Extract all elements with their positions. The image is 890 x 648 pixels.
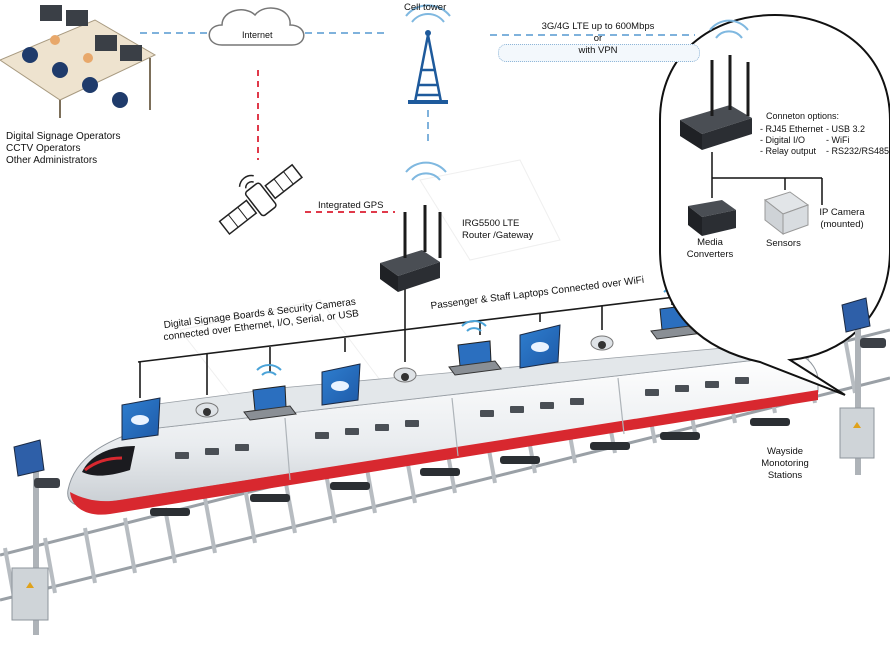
wayside-line-1: Wayside xyxy=(766,446,804,457)
gps-label: Integrated GPS xyxy=(318,200,384,211)
option-rj45: - RJ45 Ethernet xyxy=(760,124,824,134)
high-speed-train xyxy=(67,341,819,516)
option-digital-io: - Digital I/O xyxy=(760,135,806,145)
laptop xyxy=(448,320,502,376)
option-wifi: - WiFi xyxy=(826,135,850,145)
signage-monitor xyxy=(519,324,561,369)
router-icon xyxy=(380,161,447,292)
internet-label: Internet xyxy=(242,30,273,40)
dome-camera xyxy=(393,367,417,383)
option-rs232: - RS232/RS485 xyxy=(826,146,890,156)
media-converters-line-1: Media xyxy=(697,237,723,248)
operators-line-2: CCTV Operators xyxy=(6,143,81,154)
device-bus xyxy=(137,285,676,398)
operators-line-3: Other Administrators xyxy=(6,155,98,166)
satellite-icon xyxy=(218,163,304,236)
operators-line-1: Digital Signage Operators xyxy=(6,131,121,142)
operators-workstation xyxy=(0,5,157,118)
wayside-station-right xyxy=(839,297,886,475)
wayside-line-3: Stations xyxy=(767,470,803,481)
connection-options: Conneton options: xyxy=(766,111,839,122)
router-detail-icon xyxy=(680,19,752,150)
wan-links xyxy=(140,32,695,213)
signage-monitor xyxy=(321,363,361,406)
internet-cloud-icon xyxy=(208,7,305,46)
cell-tower-label: Cell tower xyxy=(404,2,447,13)
sensors-label: Sensors xyxy=(766,238,801,249)
media-converters-label: Media Converters xyxy=(680,237,740,261)
media-converter-icon xyxy=(688,200,736,236)
lte-link-line-3: with VPN xyxy=(578,45,618,56)
cell-tower-icon xyxy=(405,4,451,104)
ip-camera-line-1: IP Camera xyxy=(819,207,865,218)
ip-camera-label: IP Camera (mounted) xyxy=(812,207,872,231)
wayside-line-2: Monotoring xyxy=(761,458,809,469)
option-usb: - USB 3.2 xyxy=(826,124,866,134)
option-relay: - Relay output xyxy=(760,146,817,156)
router-line-2: Router /Gateway xyxy=(462,230,534,241)
peripheral-tree xyxy=(711,152,823,205)
wayside-station-left xyxy=(11,439,60,635)
laptop xyxy=(243,364,297,421)
wayside-label: Wayside Monotoring Stations xyxy=(750,446,820,482)
connection-options-col-2: - USB 3.2 - WiFi - RS232/RS485 xyxy=(826,124,889,157)
sensor-icon xyxy=(763,191,810,236)
dome-camera xyxy=(195,402,219,418)
lte-link-line-1: 3G/4G LTE up to 600Mbps xyxy=(541,21,655,32)
signage-monitor xyxy=(121,397,161,441)
lte-link-line-2: or xyxy=(593,33,603,44)
connection-options-col-1: - RJ45 Ethernet - Digital I/O - Relay ou… xyxy=(760,124,823,157)
router-label: IRG5500 LTE Router /Gateway xyxy=(462,218,533,242)
operators-label: Digital Signage Operators CCTV Operators… xyxy=(6,131,121,167)
dome-camera xyxy=(590,335,614,351)
vpn-pill xyxy=(498,44,700,62)
connection-options-title: Conneton options: xyxy=(766,111,840,121)
lte-link-label: 3G/4G LTE up to 600Mbps or with VPN xyxy=(528,21,668,57)
media-converters-line-2: Converters xyxy=(686,249,734,260)
router-line-1: IRG5500 LTE xyxy=(462,218,520,229)
ip-camera-line-2: (mounted) xyxy=(820,219,864,230)
